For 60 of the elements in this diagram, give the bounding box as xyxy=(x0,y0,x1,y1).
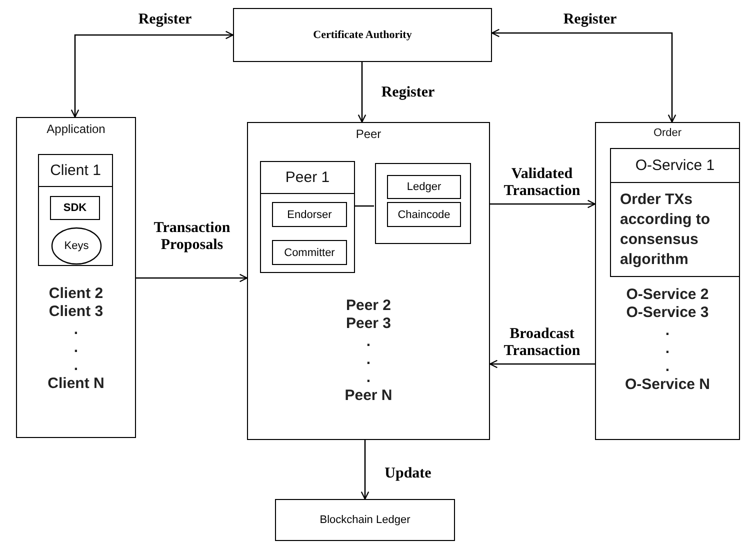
node-text: O-Service 2 xyxy=(626,286,709,304)
edge-label: Update xyxy=(384,466,432,482)
edge-label: Register xyxy=(563,12,617,28)
arrow xyxy=(489,360,595,368)
process-box xyxy=(272,202,347,227)
group-heading: Peer xyxy=(354,127,382,141)
header-label: Client 1 xyxy=(39,155,112,187)
node-text: . xyxy=(366,351,371,369)
node-label: SDK xyxy=(63,202,87,214)
node-label: Chaincode xyxy=(398,208,450,220)
node-label: Endorser xyxy=(287,208,332,220)
process-box xyxy=(233,8,492,62)
node-text: Peer 2 xyxy=(346,297,392,315)
process-box xyxy=(50,196,100,220)
node-text: Peer 3 xyxy=(346,315,392,333)
node-text: Client 3 xyxy=(48,303,104,321)
node-text: O-Service N xyxy=(624,376,710,394)
arrow xyxy=(70,30,234,118)
process-box xyxy=(275,499,455,541)
node-text: . xyxy=(366,333,371,351)
process-box xyxy=(387,175,461,199)
process-box xyxy=(387,202,461,227)
node-text: . xyxy=(366,369,371,387)
ellipse-node xyxy=(51,227,102,265)
arrow xyxy=(358,62,366,123)
component-box xyxy=(260,161,355,273)
node-text: . xyxy=(74,339,78,357)
group-heading: Order xyxy=(652,127,683,139)
node-text: . xyxy=(665,358,670,376)
arrow xyxy=(136,274,248,282)
node-label: Blockchain Ledger xyxy=(320,514,410,526)
edge-label: Register xyxy=(381,84,435,102)
node-text: Client N xyxy=(48,375,104,393)
container-box xyxy=(247,122,490,440)
connector-line xyxy=(354,205,374,207)
container-box xyxy=(375,163,471,244)
component-box xyxy=(610,148,740,277)
arrow xyxy=(490,200,596,208)
header-label: Peer 1 xyxy=(261,162,354,194)
arrow xyxy=(360,440,370,500)
container-box xyxy=(16,117,136,438)
container-box xyxy=(595,122,740,440)
component-box xyxy=(38,154,113,266)
node-text: Peer N xyxy=(344,387,392,405)
node-text: . xyxy=(665,340,670,358)
arrow xyxy=(491,28,676,123)
node-label: Keys xyxy=(64,240,89,252)
group-heading: Application xyxy=(46,122,106,136)
node-text: O-Service 3 xyxy=(626,304,709,322)
node-text: . xyxy=(665,322,670,340)
node-label: Ledger xyxy=(406,181,442,193)
node-text: . xyxy=(74,357,78,375)
node-label: Committer xyxy=(284,246,335,258)
node-text: . xyxy=(74,321,78,339)
edge-label: Register xyxy=(138,12,192,28)
node-text: Client 2 xyxy=(48,285,104,303)
node-label: Certificate Authority xyxy=(313,29,412,41)
node-text: Order TXs according to consensus algorithm xyxy=(620,190,712,270)
process-box xyxy=(272,240,347,265)
header-label: O-Service 1 xyxy=(611,149,739,183)
